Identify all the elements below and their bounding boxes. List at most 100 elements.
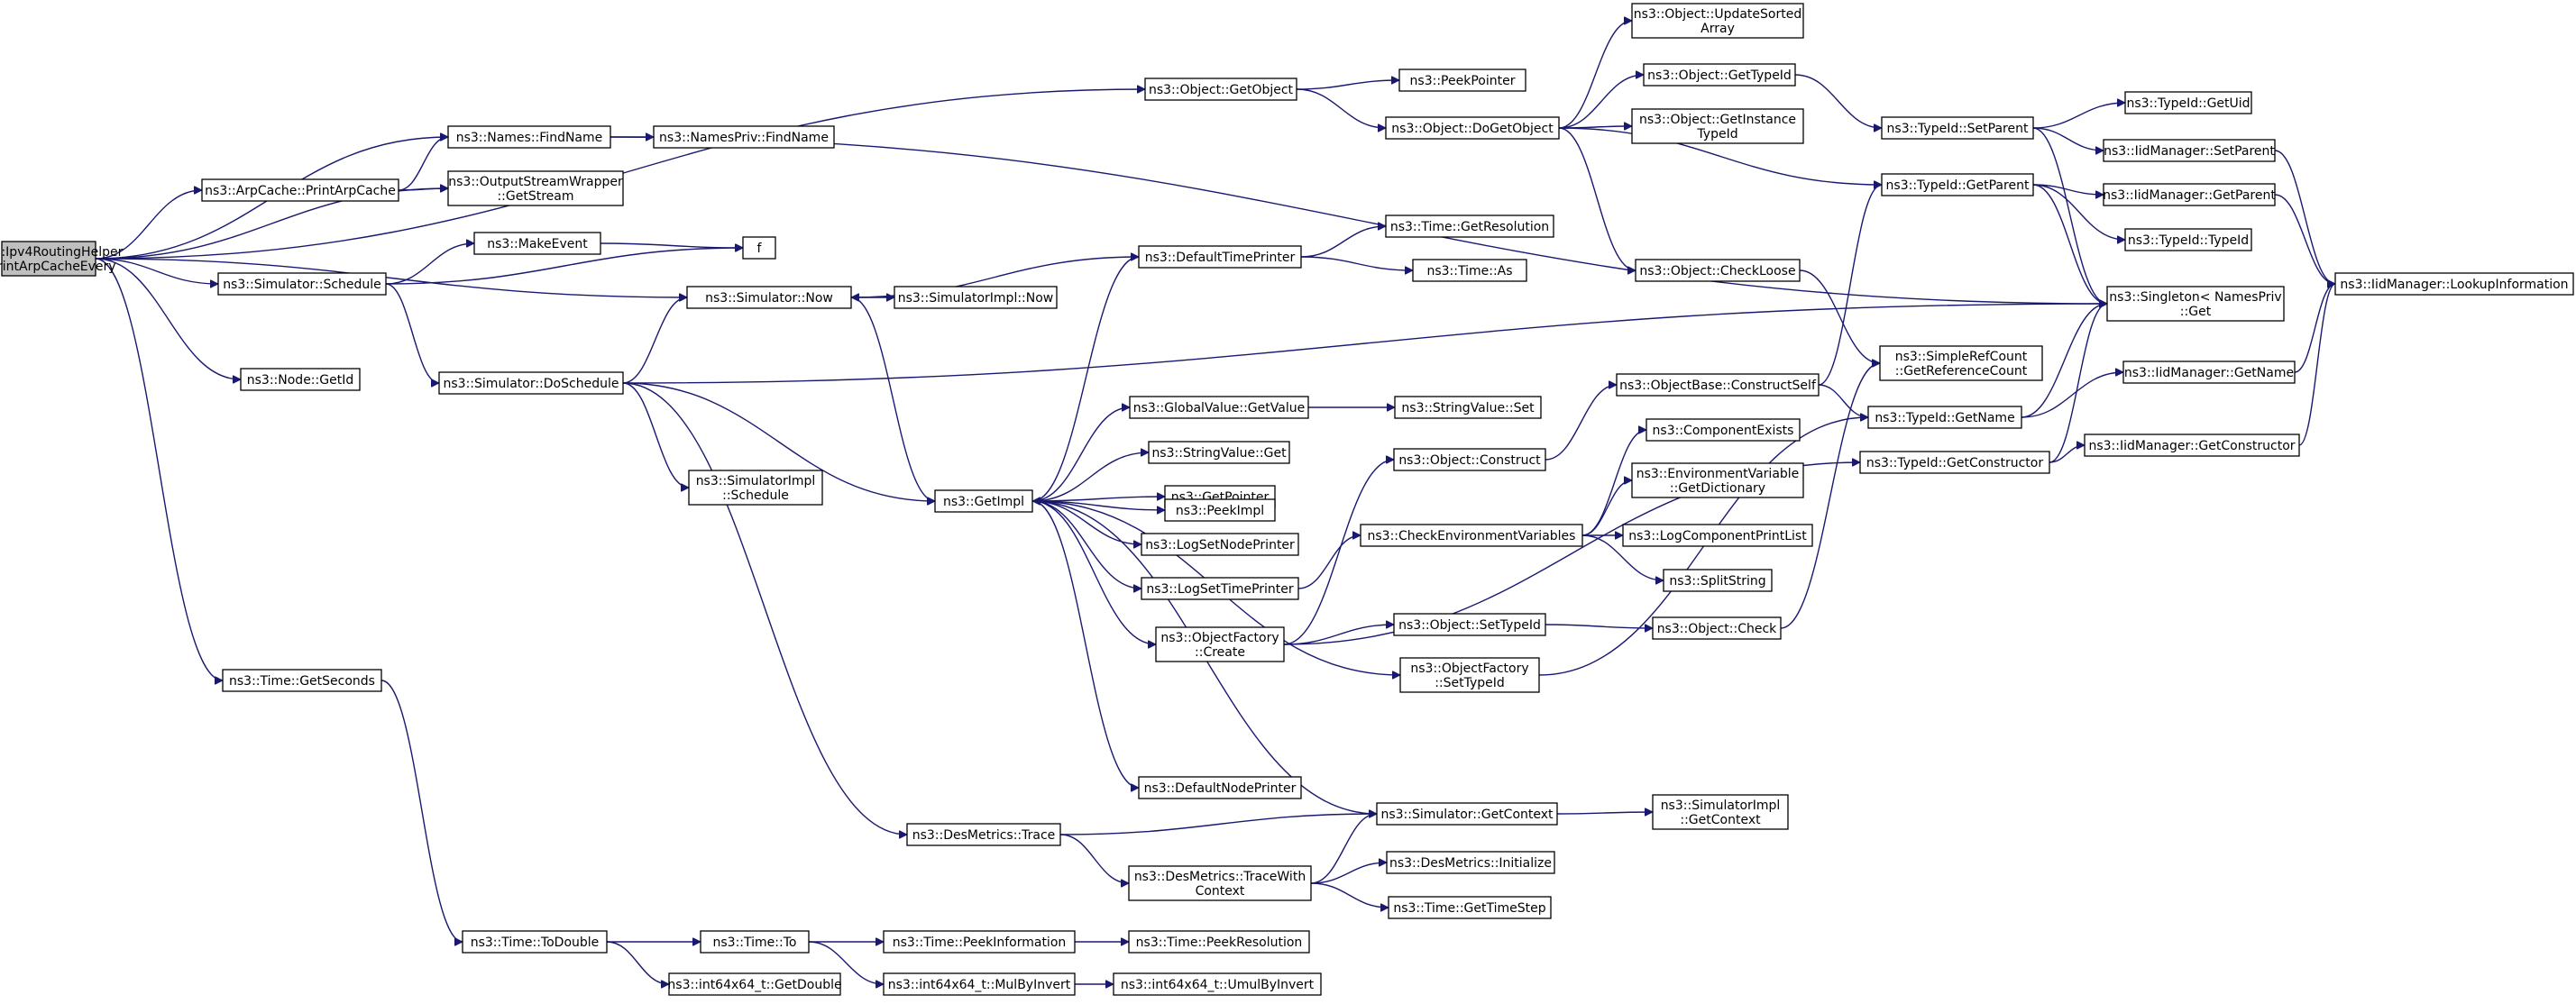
node-label: ns3::LogComponentPrintList bbox=[1628, 529, 1807, 543]
node-timePeekResolution[interactable]: ns3::Time::PeekResolution bbox=[1128, 930, 1310, 954]
node-printArpCache[interactable]: ns3::ArpCache::PrintArpCache bbox=[201, 178, 399, 202]
node-box bbox=[473, 232, 601, 255]
node-box bbox=[201, 178, 399, 202]
node-timePeekInformation[interactable]: ns3::Time::PeekInformation bbox=[883, 930, 1076, 954]
edge-iidGetName-to-lookupInfo bbox=[2294, 284, 2336, 373]
edge-iidGetParent-to-lookupInfo bbox=[2274, 194, 2336, 284]
node-label: ns3::Object::GetObject bbox=[1149, 83, 1294, 97]
node-int64UmulByInvert[interactable]: ns3::int64x64_t::UmulByInvert bbox=[1113, 972, 1322, 996]
node-timeToDouble[interactable]: ns3::Time::ToDouble bbox=[462, 930, 608, 954]
node-defaultNodePrinter[interactable]: ns3::DefaultNodePrinter bbox=[1138, 776, 1302, 799]
node-simSchedule[interactable]: ns3::Simulator::Schedule bbox=[217, 272, 387, 296]
node-logSetNodePrinter[interactable]: ns3::LogSetNodePrinter bbox=[1141, 533, 1299, 556]
edge-line bbox=[95, 258, 223, 680]
node-simDoSchedule[interactable]: ns3::Simulator::DoSchedule bbox=[438, 371, 624, 395]
node-typeIdGetName[interactable]: ns3::TypeId::GetName bbox=[1867, 406, 2022, 429]
node-iidGetParent[interactable]: ns3::IidManager::GetParent bbox=[2103, 183, 2276, 206]
node-defaultTimePrinter[interactable]: ns3::DefaultTimePrinter bbox=[1138, 245, 1302, 269]
node-checkEnvVars[interactable]: ns3::CheckEnvironmentVariables bbox=[1360, 524, 1583, 547]
node-int64MulByInvert[interactable]: ns3::int64x64_t::MulByInvert bbox=[883, 972, 1076, 996]
node-nodeGetId[interactable]: ns3::Node::GetId bbox=[240, 368, 361, 391]
node-timeGetTimeStep[interactable]: ns3::Time::GetTimeStep bbox=[1388, 896, 1552, 919]
node-desMetricsTrace[interactable]: ns3::DesMetrics::Trace bbox=[906, 823, 1061, 846]
node-logComponentPrintList[interactable]: ns3::LogComponentPrintList bbox=[1622, 524, 1813, 547]
node-getParent[interactable]: ns3::TypeId::GetParent bbox=[1881, 173, 2034, 196]
node-componentExists[interactable]: ns3::ComponentExists bbox=[1646, 418, 1801, 442]
node-objectFactoryCreate[interactable]: ns3::ObjectFactory::Create bbox=[1155, 626, 1285, 662]
node-label: ns3::IidManager::GetConstructor bbox=[2088, 439, 2295, 453]
node-root[interactable]: ns3::Ipv4RoutingHelper::PrintArpCacheEve… bbox=[0, 241, 124, 277]
node-timeGetResolution[interactable]: ns3::Time::GetResolution bbox=[1385, 214, 1554, 238]
edge-line bbox=[1297, 535, 1361, 589]
node-int64GetDouble[interactable]: ns3::int64x64_t::GetDouble bbox=[667, 972, 842, 996]
node-lookupInfo[interactable]: ns3::IidManager::LookupInformation bbox=[2334, 272, 2574, 296]
node-setParent[interactable]: ns3::TypeId::SetParent bbox=[1881, 116, 2034, 140]
node-simImplGetContext[interactable]: ns3::SimulatorImpl::GetContext bbox=[1652, 794, 1789, 830]
node-stringValueSet[interactable]: ns3::StringValue::Set bbox=[1394, 396, 1542, 419]
node-doGetObject[interactable]: ns3::Object::DoGetObject bbox=[1385, 116, 1560, 140]
node-box bbox=[1155, 626, 1285, 662]
node-stringValueGet[interactable]: ns3::StringValue::Get bbox=[1148, 441, 1290, 464]
node-typeIdGetConstructor[interactable]: ns3::TypeId::GetConstructor bbox=[1859, 451, 2050, 474]
node-box bbox=[1398, 68, 1526, 92]
node-box bbox=[1867, 406, 2022, 429]
node-box bbox=[447, 170, 624, 206]
node-label: ::Create bbox=[1195, 645, 1245, 660]
node-simpleRefCount[interactable]: ns3::SimpleRefCount::GetReferenceCount bbox=[1879, 345, 2043, 381]
node-label: ns3::int64x64_t::UmulByInvert bbox=[1121, 978, 1315, 992]
node-namesPrivFindName[interactable]: ns3::NamesPriv::FindName bbox=[653, 125, 835, 149]
node-singletonGet[interactable]: ns3::Singleton< NamesPriv::Get bbox=[2106, 286, 2285, 322]
node-label: ns3::Object::GetTypeId bbox=[1647, 68, 1792, 83]
node-getUid[interactable]: ns3::TypeId::GetUid bbox=[2124, 91, 2252, 114]
node-label: ::GetStream bbox=[497, 189, 573, 204]
node-envGetDictionary[interactable]: ns3::EnvironmentVariable::GetDictionary bbox=[1631, 462, 1804, 498]
node-label: ns3::GetImpl bbox=[943, 495, 1024, 509]
node-timeTo[interactable]: ns3::Time::To bbox=[700, 930, 810, 954]
node-getImpl[interactable]: ns3::GetImpl bbox=[934, 489, 1033, 513]
node-simImplNow[interactable]: ns3::SimulatorImpl::Now bbox=[894, 286, 1058, 309]
node-peekImpl[interactable]: ns3::PeekImpl bbox=[1164, 498, 1276, 522]
node-iidGetName[interactable]: ns3::IidManager::GetName bbox=[2122, 361, 2296, 384]
edge-line bbox=[2032, 184, 2108, 304]
node-constructSelf[interactable]: ns3::ObjectBase::ConstructSelf bbox=[1616, 373, 1820, 397]
node-typeIdTypeId[interactable]: ns3::TypeId::TypeId bbox=[2124, 228, 2252, 251]
node-namesFindName[interactable]: ns3::Names::FindName bbox=[447, 125, 611, 149]
edge-line bbox=[398, 188, 448, 190]
node-f[interactable]: f bbox=[742, 236, 776, 260]
edge-line bbox=[1059, 834, 1129, 883]
node-desMetricsInit[interactable]: ns3::DesMetrics::Initialize bbox=[1386, 851, 1555, 874]
node-simNow[interactable]: ns3::Simulator::Now bbox=[686, 286, 852, 309]
node-simGetContext[interactable]: ns3::Simulator::GetContext bbox=[1376, 802, 1558, 826]
node-timeAs[interactable]: ns3::Time::As bbox=[1412, 259, 1527, 282]
node-timeGetSeconds[interactable]: ns3::Time::GetSeconds bbox=[222, 669, 382, 692]
node-box bbox=[1388, 896, 1552, 919]
node-objectFactorySetTypeId[interactable]: ns3::ObjectFactory::SetTypeId bbox=[1399, 657, 1540, 693]
node-makeEvent[interactable]: ns3::MakeEvent bbox=[473, 232, 601, 255]
edge-line bbox=[2294, 284, 2336, 373]
node-objGetTypeId[interactable]: ns3::Object::GetTypeId bbox=[1643, 63, 1796, 87]
edge-getParent-to-singletonGet bbox=[2032, 184, 2108, 304]
node-box bbox=[240, 368, 361, 391]
node-objCheck[interactable]: ns3::Object::Check bbox=[1652, 616, 1782, 640]
node-iidGetConstructor[interactable]: ns3::IidManager::GetConstructor bbox=[2084, 434, 2300, 457]
node-outputStreamWrapper[interactable]: ns3::OutputStreamWrapper::GetStream bbox=[447, 170, 624, 206]
node-getObject[interactable]: ns3::Object::GetObject bbox=[1144, 78, 1297, 101]
node-logSetTimePrinter[interactable]: ns3::LogSetTimePrinter bbox=[1141, 577, 1299, 600]
node-globalValueGetValue[interactable]: ns3::GlobalValue::GetValue bbox=[1129, 396, 1309, 419]
edge-line bbox=[2032, 127, 2104, 151]
node-box bbox=[1631, 3, 1804, 39]
node-objConstruct[interactable]: ns3::Object::Construct bbox=[1393, 448, 1546, 471]
edge-printArpCache-to-namesFindName bbox=[398, 137, 449, 191]
node-splitString[interactable]: ns3::SplitString bbox=[1663, 569, 1773, 592]
node-peekPointer[interactable]: ns3::PeekPointer bbox=[1398, 68, 1526, 92]
node-iidSetParent[interactable]: ns3::IidManager::SetParent bbox=[2103, 139, 2276, 162]
node-box bbox=[1652, 794, 1789, 830]
node-simImplSchedule[interactable]: ns3::SimulatorImpl::Schedule bbox=[688, 470, 823, 506]
node-objSetTypeId[interactable]: ns3::Object::SetTypeId bbox=[1393, 613, 1546, 636]
node-label: ns3::StringValue::Set bbox=[1401, 401, 1535, 415]
node-checkLoose[interactable]: ns3::Object::CheckLoose bbox=[1635, 259, 1801, 282]
edge-printArpCache-to-outputStreamWrapper bbox=[398, 188, 448, 190]
